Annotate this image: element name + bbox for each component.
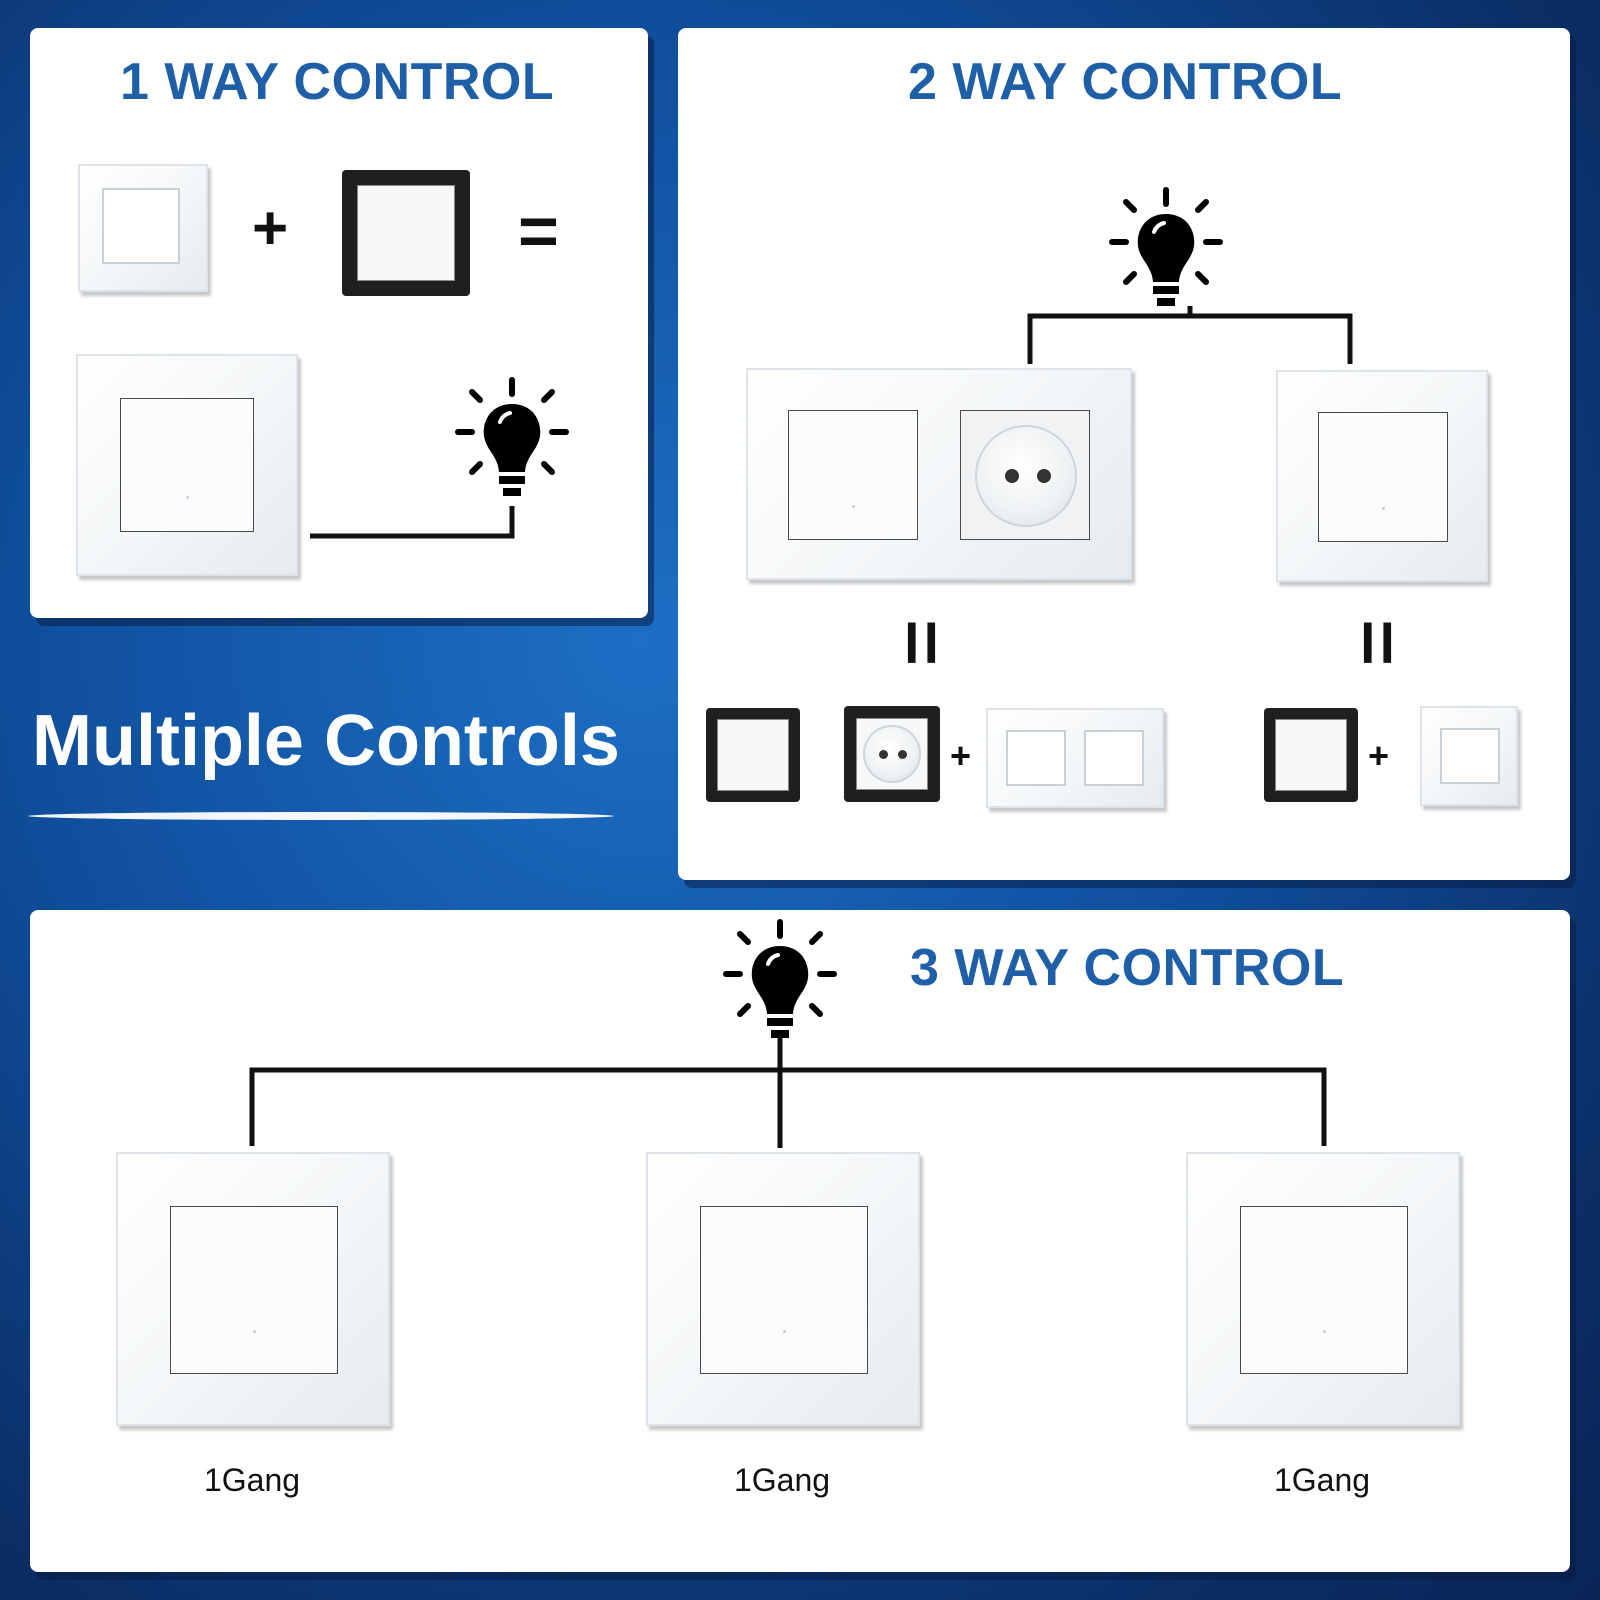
- light-bulb-icon: [455, 377, 569, 496]
- parallel-sign: ll: [904, 612, 944, 675]
- rocker-button[interactable]: [788, 410, 918, 540]
- plus-sign: +: [252, 194, 289, 263]
- frame-window: [102, 188, 180, 264]
- equals-sign: =: [518, 192, 559, 270]
- indicator-led: [1322, 1330, 1326, 1334]
- module-face: [1275, 719, 1347, 791]
- socket-face: [975, 425, 1077, 527]
- three-way-title: 3 WAY CONTROL: [910, 939, 1345, 997]
- switch-socket-double-plate[interactable]: [746, 368, 1132, 580]
- headline-underline: [28, 812, 614, 820]
- rocker-button[interactable]: [1240, 1206, 1408, 1374]
- socket-pin: [1037, 469, 1051, 483]
- socket-module: [844, 706, 940, 802]
- gang-label: 1Gang: [733, 1462, 831, 1498]
- single-frame-plate: [78, 164, 208, 292]
- one-way-title: 1 WAY CONTROL: [120, 53, 555, 111]
- parallel-sign: ll: [1360, 612, 1400, 675]
- two-way-wiring: [1027, 306, 1353, 364]
- assembled-switch[interactable]: [76, 354, 298, 576]
- light-bulb-icon: [1109, 187, 1223, 306]
- three-way-wiring: [249, 1038, 1327, 1148]
- double-frame-plate: [986, 708, 1164, 808]
- page-headline: Multiple Controls: [32, 701, 620, 781]
- two-way-title: 2 WAY CONTROL: [908, 53, 1343, 111]
- frame-window: [1084, 730, 1144, 786]
- rocker-button[interactable]: [170, 1206, 338, 1374]
- module-face: [357, 185, 455, 281]
- one-way-wiring: [310, 506, 515, 539]
- frame-window: [1006, 730, 1066, 786]
- socket-pin: [878, 749, 888, 759]
- indicator-led: [185, 496, 189, 500]
- single-switch-plate[interactable]: [646, 1152, 920, 1426]
- module-face: [717, 719, 789, 791]
- single-switch-plate[interactable]: [116, 1152, 390, 1426]
- frame-window: [1440, 728, 1500, 784]
- rocker-button[interactable]: [1318, 412, 1448, 542]
- one-way-panel: 1 WAY CONTROL + =: [30, 28, 648, 618]
- indicator-led: [252, 1330, 256, 1334]
- switch-module: [1264, 708, 1358, 802]
- socket-pin: [1005, 469, 1019, 483]
- indicator-led: [1381, 507, 1385, 511]
- socket-outlet[interactable]: [960, 410, 1090, 540]
- gang-label: 1Gang: [1273, 1462, 1371, 1498]
- two-way-panel: 2 WAY CONTROL ll ll: [678, 28, 1570, 880]
- switch-module: [706, 708, 800, 802]
- gang-label: 1Gang: [203, 1462, 301, 1498]
- single-switch-plate[interactable]: [1186, 1152, 1460, 1426]
- socket-pin: [897, 749, 907, 759]
- plus-sign: +: [1368, 735, 1390, 776]
- plus-sign: +: [950, 735, 972, 776]
- three-way-panel: 3 WAY CONTROL 1Gang 1Gang 1Gang: [30, 910, 1570, 1572]
- socket-face: [862, 724, 921, 783]
- rocker-button[interactable]: [700, 1206, 868, 1374]
- indicator-led: [851, 505, 855, 509]
- switch-module: [342, 170, 470, 296]
- single-switch-plate[interactable]: [1276, 370, 1488, 582]
- indicator-led: [782, 1330, 786, 1334]
- light-bulb-icon: [723, 919, 837, 1038]
- module-face: [855, 717, 929, 791]
- single-frame-plate: [1420, 706, 1518, 806]
- rocker-button[interactable]: [120, 398, 254, 532]
